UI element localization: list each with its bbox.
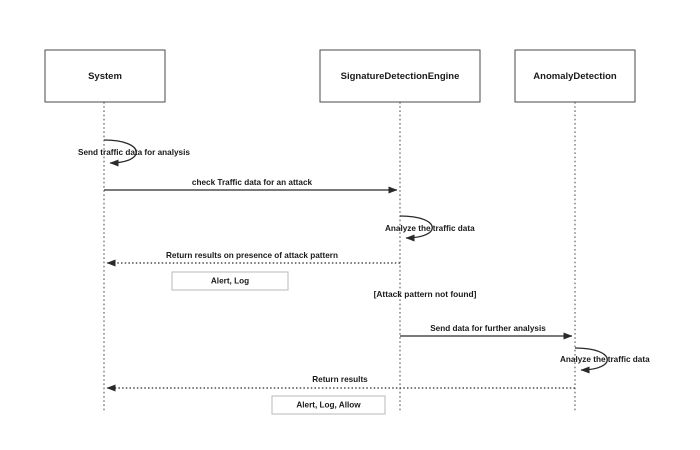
note-box-note-1[interactable] [171, 271, 289, 291]
message-msg-6[interactable]: Analyze the traffic data [560, 347, 650, 374]
message-msg-5[interactable]: Send data for further analysis [400, 324, 573, 340]
participant-label-system: System [88, 71, 122, 82]
message-label-msg-1: Send traffic data for analysis [78, 148, 190, 157]
message-label-msg-6: Analyze the traffic data [560, 355, 650, 364]
message-msg-1[interactable]: Send traffic data for analysis [78, 139, 190, 167]
message-arrow-msg-6 [574, 347, 608, 374]
message-label-msg-3: Analyze the traffic data [385, 224, 475, 233]
participant-signature[interactable]: SignatureDetectionEngine [319, 49, 481, 103]
guards-layer: [Attack pattern not found] [374, 289, 477, 299]
message-msg-3[interactable]: Analyze the traffic data [385, 215, 475, 242]
participant-label-anomaly: AnomalyDetection [533, 71, 617, 82]
note-label-note-1: Alert, Log [211, 277, 249, 286]
messages-layer: Send traffic data for analysis check Traf… [78, 139, 650, 392]
note-box-note-2[interactable] [271, 395, 386, 415]
participant-system[interactable]: System [44, 49, 166, 103]
message-label-msg-4: Return results on presence of attack pat… [166, 251, 338, 260]
message-label-msg-5: Send data for further analysis [430, 324, 546, 333]
lifelines-layer [103, 102, 576, 412]
participant-box-system[interactable] [44, 49, 166, 103]
message-label-msg-2: check Traffic data for an attack [192, 178, 313, 187]
message-msg-2[interactable]: check Traffic data for an attack [104, 178, 398, 194]
note-label-note-2: Alert, Log, Allow [296, 401, 361, 410]
note-note-1[interactable]: Alert, Log [171, 271, 289, 291]
message-msg-7[interactable]: Return results [106, 375, 575, 392]
message-label-msg-7: Return results [312, 375, 368, 384]
participant-box-signature[interactable] [319, 49, 481, 103]
participant-box-anomaly[interactable] [514, 49, 636, 103]
message-msg-4[interactable]: Return results on presence of attack pat… [106, 251, 400, 267]
message-arrow-msg-1 [103, 139, 137, 167]
participant-anomaly[interactable]: AnomalyDetection [514, 49, 636, 103]
guard-label-guard-1: [Attack pattern not found] [374, 289, 477, 299]
participants-layer: System SignatureDetectionEngine AnomalyDet… [44, 49, 636, 103]
participant-label-signature: SignatureDetectionEngine [341, 71, 460, 82]
note-note-2[interactable]: Alert, Log, Allow [271, 395, 386, 415]
message-arrow-msg-3 [399, 215, 433, 242]
